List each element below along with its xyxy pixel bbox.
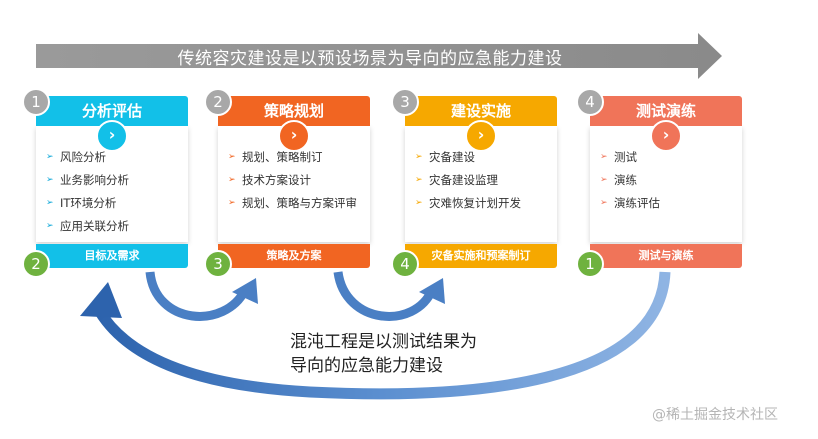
list-item: ➢灾难恢复计划开发 xyxy=(415,196,521,210)
bullet-arrow-icon: ➢ xyxy=(600,198,608,208)
stage-title: 分析评估 xyxy=(36,96,188,126)
bullet-arrow-icon: ➢ xyxy=(46,198,54,208)
stage-output: 策略及方案 xyxy=(218,244,370,268)
stage-number-badge: 3 xyxy=(391,88,419,116)
output-number-badge: 2 xyxy=(22,250,50,278)
stage-item-list: ➢风险分析 ➢业务影响分析 ➢IT环境分析 ➢应用关联分析 xyxy=(36,126,188,233)
stage-card-drill: ➢测试 ➢演练 ➢演练评估 测试演练 4 › 测试与演练 1 xyxy=(576,88,742,278)
return-arrow xyxy=(95,271,671,400)
stage-output: 测试与演练 xyxy=(590,244,742,268)
bullet-arrow-icon: ➢ xyxy=(46,152,54,162)
list-item: ➢IT环境分析 xyxy=(46,196,117,210)
stage-item-list: ➢测试 ➢演练 ➢演练评估 xyxy=(590,126,742,210)
transition-arrow-1-2 xyxy=(145,271,250,321)
output-number-badge: 4 xyxy=(391,250,419,278)
list-item: ➢演练评估 xyxy=(600,196,660,210)
list-item: ➢业务影响分析 xyxy=(46,173,129,187)
caption-line-1: 混沌工程是以测试结果为 xyxy=(290,332,477,352)
banner-arrow-shape xyxy=(36,33,722,79)
transition-arrow-2-3 xyxy=(333,271,437,321)
stage-number-badge: 4 xyxy=(576,88,604,116)
stage-output: 目标及需求 xyxy=(36,244,188,268)
chevron-right-icon: › xyxy=(278,120,310,152)
bullet-arrow-icon: ➢ xyxy=(46,221,54,231)
list-item: ➢规划、策略制订 xyxy=(228,150,323,164)
list-item: ➢规划、策略与方案评审 xyxy=(228,196,357,210)
transition-arrowhead-2-3 xyxy=(419,278,445,304)
output-number-badge: 1 xyxy=(576,250,604,278)
chaos-engineering-caption: 混沌工程是以测试结果为 导向的应急能力建设 xyxy=(290,330,550,378)
caption-line-2: 导向的应急能力建设 xyxy=(290,356,443,376)
bullet-arrow-icon: ➢ xyxy=(600,175,608,185)
list-item: ➢风险分析 xyxy=(46,150,106,164)
list-item: ➢应用关联分析 xyxy=(46,219,129,233)
list-item: ➢演练 xyxy=(600,173,637,187)
stage-output: 灾备实施和预案制订 xyxy=(405,244,557,268)
stage-number-badge: 1 xyxy=(22,88,50,116)
chevron-right-icon: › xyxy=(650,120,682,152)
list-item: ➢灾备建设 xyxy=(415,150,475,164)
bullet-arrow-icon: ➢ xyxy=(228,175,236,185)
chevron-right-icon: › xyxy=(465,120,497,152)
bullet-arrow-icon: ➢ xyxy=(46,175,54,185)
transition-arrowhead-1-2 xyxy=(232,278,258,304)
list-item: ➢技术方案设计 xyxy=(228,173,311,187)
bullet-arrow-icon: ➢ xyxy=(228,152,236,162)
stage-card-analysis: ➢风险分析 ➢业务影响分析 ➢IT环境分析 ➢应用关联分析 分析评估 1 › 目… xyxy=(22,88,188,278)
list-item: ➢灾备建设监理 xyxy=(415,173,498,187)
stage-title: 策略规划 xyxy=(218,96,370,126)
stage-card-implementation: ➢灾备建设 ➢灾备建设监理 ➢灾难恢复计划开发 建设实施 3 › 灾备实施和预案… xyxy=(391,88,557,278)
stage-item-list: ➢灾备建设 ➢灾备建设监理 ➢灾难恢复计划开发 xyxy=(405,126,557,210)
bullet-arrow-icon: ➢ xyxy=(415,198,423,208)
stage-item-list: ➢规划、策略制订 ➢技术方案设计 ➢规划、策略与方案评审 xyxy=(218,126,370,210)
stage-number-badge: 2 xyxy=(204,88,232,116)
list-item: ➢测试 xyxy=(600,150,637,164)
output-number-badge: 3 xyxy=(204,250,232,278)
banner-text: 传统容灾建设是以预设场景为导向的应急能力建设 xyxy=(177,49,563,69)
bullet-arrow-icon: ➢ xyxy=(600,152,608,162)
stage-body: ➢风险分析 ➢业务影响分析 ➢IT环境分析 ➢应用关联分析 xyxy=(36,126,188,242)
chevron-right-icon: › xyxy=(96,120,128,152)
stage-card-strategy: ➢规划、策略制订 ➢技术方案设计 ➢规划、策略与方案评审 策略规划 2 › 策略… xyxy=(204,88,370,278)
bullet-arrow-icon: ➢ xyxy=(228,198,236,208)
bullet-arrow-icon: ➢ xyxy=(415,175,423,185)
watermark: @稀土掘金技术社区 xyxy=(652,407,778,423)
return-arrowhead xyxy=(80,282,122,318)
bullet-arrow-icon: ➢ xyxy=(415,152,423,162)
